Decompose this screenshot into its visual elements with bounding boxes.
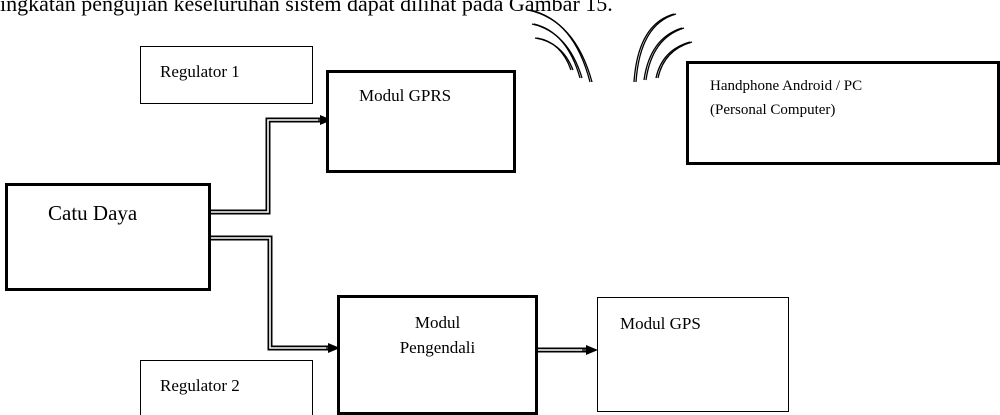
wireless-signal-icon: [633, 13, 693, 83]
arrow-catu-daya-to-pengendali: [210, 235, 340, 353]
modul-pengendali-box: Modul Pengendali: [337, 295, 538, 415]
modul-gps-label: Modul GPS: [620, 314, 701, 333]
handphone-pc-label-line1: Handphone Android / PC: [710, 78, 863, 94]
arrow-catu-daya-to-gprs: [210, 115, 332, 215]
regulator-2-label: Regulator 2: [160, 376, 240, 395]
modul-pengendali-label-line2: Pengendali: [399, 338, 476, 357]
regulator-1-box: Regulator 1: [140, 46, 313, 104]
wireless-signal-icon: [527, 9, 593, 83]
modul-pengendali-label-line1: Modul: [414, 313, 461, 332]
catu-daya-label: Catu Daya: [48, 201, 138, 225]
caption-text: ingkatan pengujian keseluruhan sistem da…: [0, 0, 613, 16]
regulator-1-label: Regulator 1: [160, 62, 240, 81]
handphone-pc-label-line2: (Personal Computer): [710, 102, 836, 118]
modul-gps-box: Modul GPS: [597, 297, 789, 412]
modul-gprs-box: Modul GPRS: [326, 70, 516, 173]
handphone-pc-box: Handphone Android / PC (Personal Compute…: [686, 61, 1000, 165]
catu-daya-box: Catu Daya: [5, 183, 211, 291]
regulator-2-box: Regulator 2: [140, 360, 313, 415]
modul-gprs-label: Modul GPRS: [359, 86, 452, 105]
